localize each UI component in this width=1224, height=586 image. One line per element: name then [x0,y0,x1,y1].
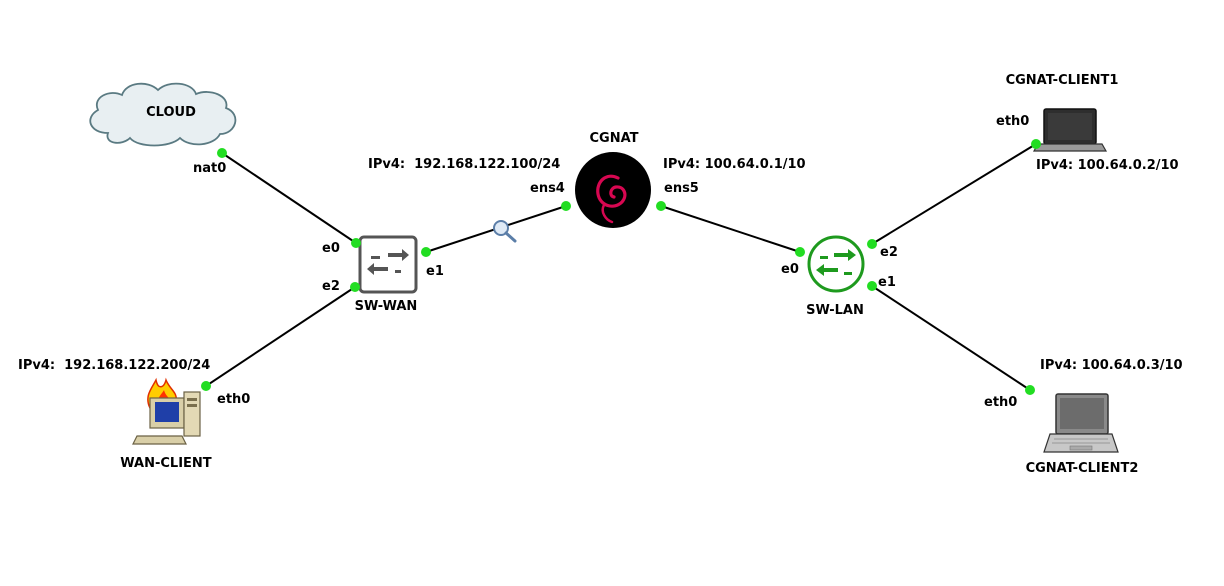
sw-lan-node[interactable]: SW-LAN [806,235,865,318]
wan-client-node[interactable]: WAN-CLIENT [120,377,212,471]
iface-label-client1-eth0: eth0 [996,114,1029,129]
iface-label-swlan-e1: e1 [878,275,896,290]
port-dot[interactable] [867,239,877,249]
cgnat-client1-label: CGNAT-CLIENT1 [1006,73,1119,88]
port-dot[interactable] [656,201,666,211]
iface-label-cgnat-ens5: ens5 [664,181,699,196]
cgnat-client2-label: CGNAT-CLIENT2 [1026,461,1139,476]
ip-label-cgnat-ens4: IPv4: 192.168.122.100/24 [368,157,560,172]
port-dot[interactable] [217,148,227,158]
computer-firewall-icon [132,377,201,445]
link-wanclient-swwan[interactable] [205,286,356,387]
ip-label-client1: IPv4: 100.64.0.2/10 [1036,158,1179,173]
switch-arrows-icon [367,249,409,275]
cgnat-node[interactable]: CGNAT [575,131,651,228]
port-dot[interactable] [350,282,360,292]
port-dot[interactable] [351,238,361,248]
port-dot[interactable] [1025,385,1035,395]
iface-label-swlan-e0: e0 [781,262,799,277]
port-dot[interactable] [561,201,571,211]
cgnat-client1-node[interactable]: CGNAT-CLIENT1 [1006,73,1119,152]
switch-green-arrows-icon [816,249,856,276]
port-dot[interactable] [201,381,211,391]
iface-label-cloud-nat0: nat0 [193,161,226,176]
cloud-icon [89,82,237,147]
cgnat-label: CGNAT [589,131,638,146]
iface-label-swlan-e2: e2 [880,245,898,260]
cloud-node[interactable]: CLOUD [89,82,237,147]
sw-wan-node[interactable]: SW-WAN [355,235,418,314]
ethernet-switch-icon [358,235,418,294]
laptop-icon [1043,393,1119,453]
port-dot[interactable] [867,281,877,291]
packet-capture-magnifier-icon[interactable] [493,220,517,243]
iface-label-client2-eth0: eth0 [984,395,1017,410]
iface-label-swwan-e2: e2 [322,279,340,294]
port-dot[interactable] [795,247,805,257]
cloud-label: CLOUD [146,105,196,120]
debian-swirl [596,174,627,208]
iface-label-swwan-e0: e0 [322,241,340,256]
iface-label-cgnat-ens4: ens4 [530,181,565,196]
debian-tail [601,203,614,224]
wan-client-label: WAN-CLIENT [120,456,212,471]
link-swlan-client1[interactable] [871,143,1037,245]
sw-wan-label: SW-WAN [355,299,418,314]
iface-label-wanclient-eth0: eth0 [217,392,250,407]
ip-label-wanclient: IPv4: 192.168.122.200/24 [18,358,210,373]
iface-label-swwan-e1: e1 [426,264,444,279]
sw-lan-label: SW-LAN [806,303,864,318]
cgnat-client2-node[interactable]: CGNAT-CLIENT2 [1026,393,1139,476]
link-cgnat-swlan[interactable] [660,205,801,253]
link-endpoints [201,139,1041,395]
laptop-icon [1032,108,1108,152]
link-cloud-swwan[interactable] [221,152,357,244]
ip-label-client2: IPv4: 100.64.0.3/10 [1040,358,1183,373]
port-dot[interactable] [1031,139,1041,149]
ethernet-switch-green-icon [807,235,865,293]
ip-label-cgnat-ens5: IPv4: 100.64.0.1/10 [663,157,806,172]
port-dot[interactable] [421,247,431,257]
link-swlan-client2[interactable] [871,285,1031,391]
